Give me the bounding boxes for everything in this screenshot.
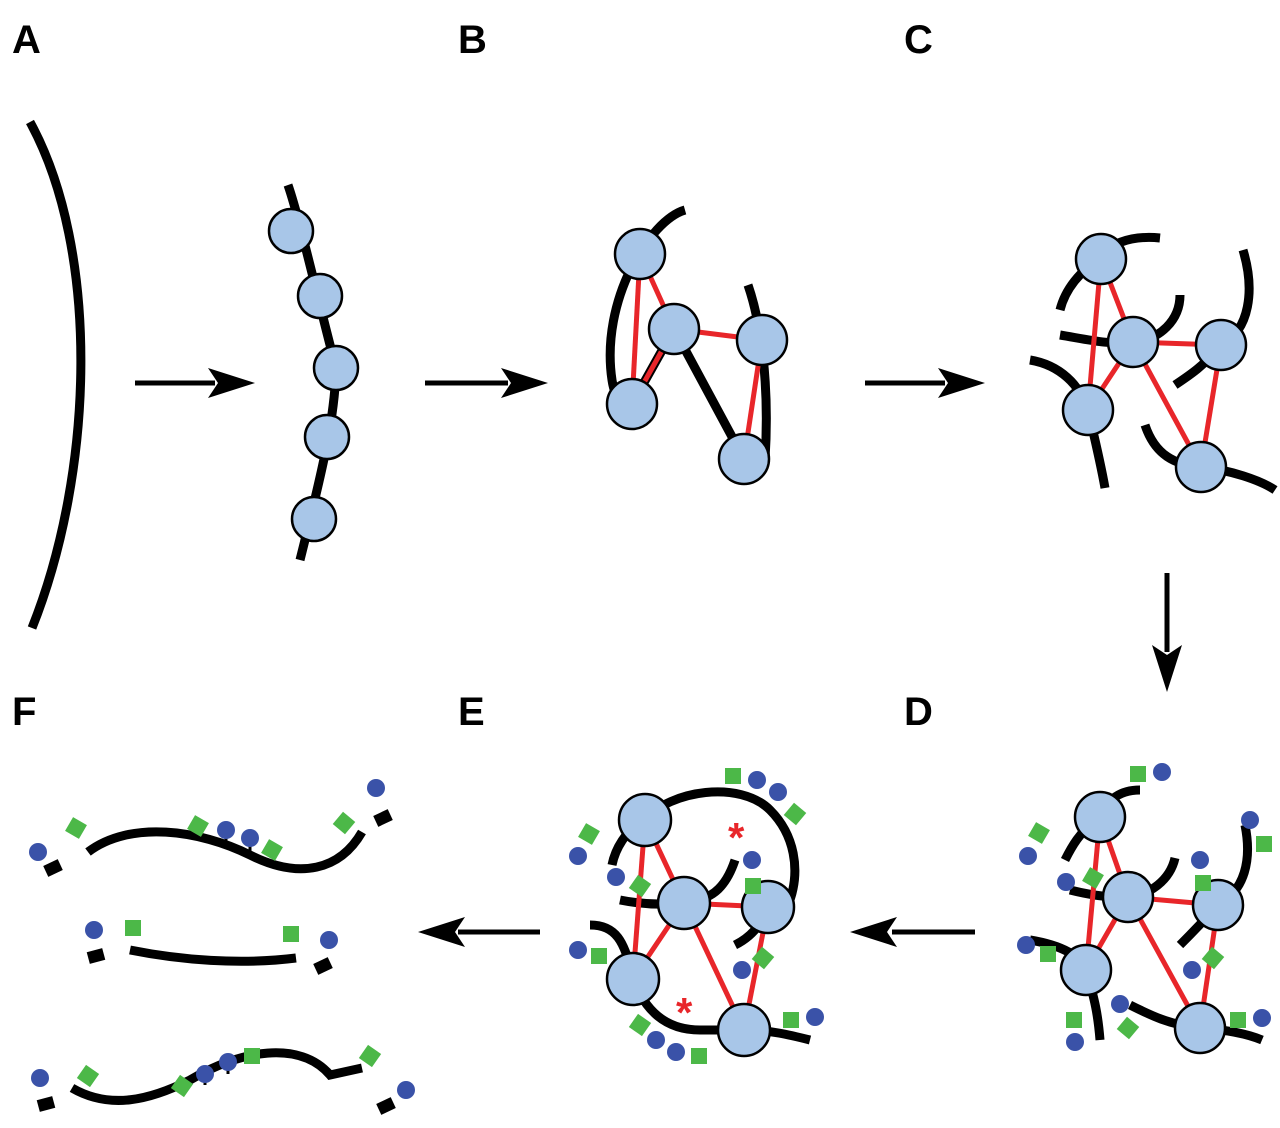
arrow-right-3 xyxy=(865,368,985,398)
panel-d-fragments xyxy=(1017,763,1272,1055)
arrow-left-1 xyxy=(850,917,975,947)
arrow-right-1 xyxy=(135,368,255,398)
panel-folded-crosslinked xyxy=(605,205,789,486)
panel-a-strand xyxy=(26,119,86,630)
arrow-right-2 xyxy=(425,368,548,398)
panel-label-a: A xyxy=(12,18,41,62)
panel-label-d: D xyxy=(904,690,933,734)
panel-c-fragments xyxy=(1029,232,1278,494)
arrow-left-2 xyxy=(418,917,540,947)
arrow-down xyxy=(1152,573,1182,692)
panel-e-structure xyxy=(569,768,824,1064)
modification-asterisk-2: * xyxy=(676,989,693,1036)
panel-label-b: B xyxy=(458,18,487,62)
panel-label-f: F xyxy=(12,690,37,734)
modification-asterisk-1: * xyxy=(728,814,745,861)
panel-b-beads xyxy=(267,183,360,562)
panel-label-c: C xyxy=(904,18,933,62)
panel-f-fragments xyxy=(29,779,415,1115)
panel-label-e: E xyxy=(458,690,485,734)
